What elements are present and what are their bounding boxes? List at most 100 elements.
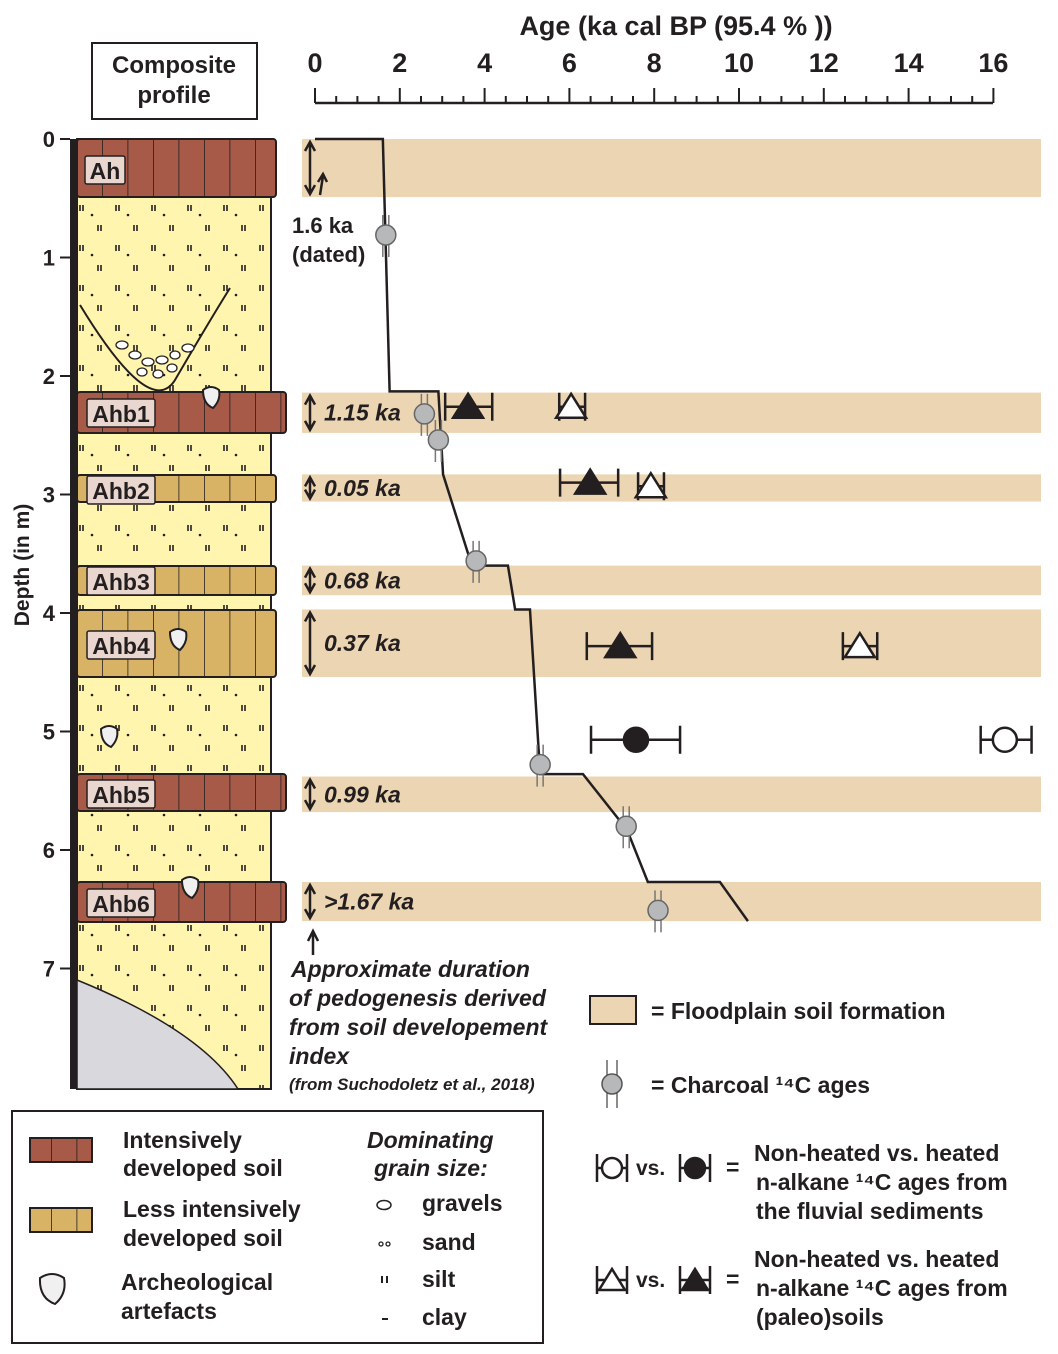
horizon-label: Ahb2 — [92, 478, 150, 504]
horizon-label: Ahb6 — [92, 891, 150, 917]
profile-title-line1: Composite — [112, 52, 236, 79]
less-label-2: developed soil — [123, 1225, 283, 1251]
soil-band — [302, 565, 1041, 596]
duration-label: >1.67 ka — [324, 889, 414, 915]
duration-arrow-icon — [303, 609, 317, 677]
horizon-label-box — [86, 398, 156, 428]
heated-soil-age-triangle — [572, 467, 608, 495]
heated-fluvial-age-circle — [622, 726, 650, 754]
open-circle-legend-icon — [600, 1156, 624, 1180]
duration-arrow-icon — [303, 139, 317, 197]
paleosol-label-1: Non-heated vs. heated — [754, 1246, 999, 1272]
horizon-label: Ahb4 — [92, 633, 150, 659]
depth-tick-label: 2 — [43, 364, 55, 389]
depth-tick-label: 4 — [43, 601, 56, 626]
gravels — [115, 340, 195, 379]
charcoal-label: = Charcoal ¹⁴C ages — [651, 1072, 870, 1098]
soil-band — [302, 474, 1041, 502]
soil-bands: 1.15 ka0.05 ka0.68 ka0.37 ka0.99 ka>1.67… — [302, 139, 1041, 922]
filled-circle-legend-icon — [683, 1156, 707, 1180]
floodplain-label: = Floodplain soil formation — [651, 998, 946, 1024]
depth-axis-title: Depth (in m) — [11, 504, 34, 626]
intensive-soil-swatch — [29, 1137, 93, 1163]
duration-arrow-icon — [303, 776, 317, 812]
age-tick-label: 14 — [894, 48, 924, 78]
heated-soil-age-triangle — [450, 391, 486, 420]
filled-triangle-legend-icon — [679, 1266, 711, 1292]
eq-label-1: = — [726, 1154, 739, 1180]
age-tick-label: 16 — [978, 48, 1008, 78]
age-axis-title: Age (ka cal BP (95.4 % )) — [519, 11, 832, 41]
age-tick-label: 0 — [307, 48, 322, 78]
channel-fill-outline — [79, 287, 231, 392]
fluvial-label-3: the fluvial sediments — [756, 1198, 984, 1224]
age-tick-label: 12 — [809, 48, 839, 78]
depth-tick-label: 7 — [43, 957, 55, 982]
grain-gravels: gravels — [422, 1190, 503, 1216]
duration-note-line2: of pedogenesis derived — [289, 985, 547, 1011]
depth-tick-label: 6 — [43, 838, 55, 863]
nonheated-soil-age-triangle — [842, 630, 878, 659]
age-tick-label: 4 — [477, 48, 492, 78]
horizon-label: Ahb3 — [92, 569, 150, 595]
nonheated-soil-age-triangle — [553, 391, 589, 420]
duration-arrow-icon — [303, 882, 317, 921]
dated-arrow-icon — [316, 171, 329, 196]
horizon-label-box — [86, 630, 156, 660]
age-tick-label: 6 — [562, 48, 577, 78]
nonheated-fluvial-age-circle — [991, 726, 1019, 754]
depth-tick-label: 1 — [43, 246, 55, 271]
charcoal-legend-icon — [601, 1073, 623, 1095]
duration-arrow-icon — [303, 566, 317, 595]
duration-label: 0.37 ka — [324, 630, 401, 656]
artefact-legend-icon — [38, 1273, 66, 1306]
horizon-label-box — [86, 475, 156, 505]
duration-label: 0.99 ka — [324, 781, 401, 807]
duration-note-line3: from soil developement — [289, 1014, 549, 1040]
vs-label-1: vs. — [636, 1157, 665, 1180]
heated-soil-age-triangle — [603, 630, 638, 659]
charcoal-age-point — [413, 403, 436, 425]
horizon-label-box — [84, 155, 126, 185]
data-marks — [315, 137, 1033, 933]
horizon-label-box — [86, 566, 156, 596]
charcoal-age-point — [615, 815, 637, 838]
profile-title-box — [91, 42, 258, 120]
intensive-label-2: developed soil — [123, 1155, 283, 1181]
age-tick-label: 2 — [392, 48, 407, 78]
depth-tick-label: 3 — [43, 483, 55, 508]
age-tick-label: 10 — [724, 48, 754, 78]
soil-band — [302, 392, 1041, 433]
duration-label: 0.68 ka — [324, 567, 401, 593]
composite-profile — [70, 138, 287, 1090]
horizon-label: Ah — [90, 158, 121, 184]
charcoal-age-point — [647, 899, 669, 922]
dated-note-line2: (dated) — [292, 242, 365, 267]
legend-box: Intensively developed soil Less intensiv… — [11, 1110, 544, 1344]
duration-label: 0.05 ka — [324, 475, 401, 501]
fluvial-label-2: n-alkane ¹⁴C ages from — [756, 1169, 1008, 1195]
sand-icon — [378, 1241, 391, 1247]
artefacts-label-2: artefacts — [121, 1298, 217, 1324]
grain-title-1: Dominating — [367, 1127, 494, 1153]
less-label-1: Less intensively — [123, 1196, 301, 1222]
duration-note-line1: Approximate duration — [290, 956, 530, 982]
eq-label-2: = — [726, 1266, 739, 1292]
grain-sand: sand — [422, 1229, 476, 1255]
grain-clay: clay — [422, 1304, 467, 1330]
nonheated-soil-age-triangle — [633, 470, 669, 499]
grain-title-2: grain size: — [373, 1155, 488, 1181]
profile-title-line2: profile — [137, 82, 210, 109]
soil-band — [302, 609, 1041, 677]
duration-note-line4: index — [289, 1043, 350, 1069]
open-triangle-legend-icon — [596, 1266, 628, 1292]
grain-silt: silt — [422, 1266, 456, 1292]
gravel-icon — [376, 1199, 392, 1211]
age-depth-model-line — [315, 137, 749, 922]
age-tick-label: 8 — [647, 48, 662, 78]
paleosol-label-3: (paleo)soils — [756, 1304, 884, 1330]
charcoal-age-point — [529, 753, 551, 776]
